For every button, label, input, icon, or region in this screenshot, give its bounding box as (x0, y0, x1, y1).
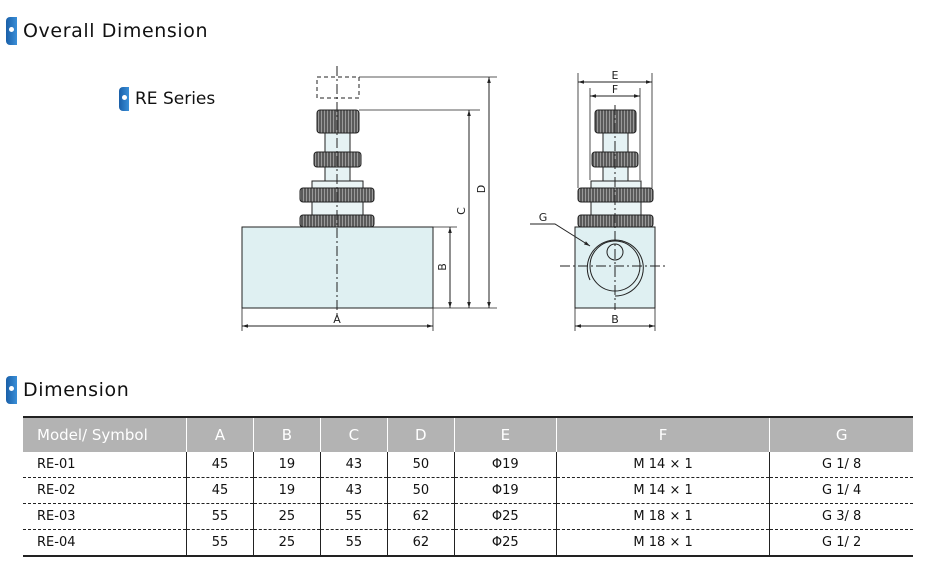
label-B-side: B (611, 313, 619, 326)
table-cell: 50 (386, 452, 455, 478)
table-cell: G 3/ 8 (769, 503, 913, 530)
table-cell: RE-01 (23, 452, 187, 478)
col-G: G (769, 416, 913, 452)
table-header-row: Model/ Symbol A B C D E F G (23, 416, 913, 452)
table-cell: 50 (386, 477, 455, 504)
series-title: RE Series (119, 87, 215, 111)
table-cell: 43 (319, 477, 388, 504)
col-C: C (319, 416, 388, 452)
dimension-title-text: Dimension (23, 379, 130, 401)
table-cell: Φ19 (453, 452, 557, 478)
table-cell: RE-04 (23, 529, 187, 557)
col-B: B (252, 416, 321, 452)
label-E: E (612, 69, 619, 82)
table-cell: M 14 × 1 (555, 452, 770, 478)
table-cell: M 18 × 1 (555, 529, 770, 557)
table-cell: RE-02 (23, 477, 187, 504)
table-cell: 55 (319, 503, 388, 530)
table-cell: Φ25 (453, 529, 557, 557)
table-cell: G 1/ 2 (769, 529, 913, 557)
label-G: G (539, 211, 548, 224)
table-cell: 45 (186, 477, 254, 504)
table-cell: G 1/ 8 (769, 452, 913, 478)
col-A: A (186, 416, 254, 452)
section-marker-icon (6, 17, 17, 45)
table-cell: Φ19 (453, 477, 557, 504)
section-marker-icon (119, 87, 129, 111)
table-cell: 25 (252, 529, 321, 557)
table-cell: M 14 × 1 (555, 477, 770, 504)
col-D: D (386, 416, 455, 452)
section-title-dimension: Dimension (6, 376, 129, 404)
label-B-front: B (436, 263, 449, 271)
section-marker-icon (6, 376, 17, 404)
label-A: A (333, 313, 341, 326)
table-cell: 55 (186, 529, 254, 557)
table-cell: 62 (386, 529, 455, 557)
table-cell: 62 (386, 503, 455, 530)
table-cell: 19 (252, 477, 321, 504)
label-C: C (455, 207, 468, 215)
table-cell: 25 (252, 503, 321, 530)
col-E: E (453, 416, 557, 452)
table-cell: 45 (186, 452, 254, 478)
table-cell: Φ25 (453, 503, 557, 530)
side-view (530, 73, 667, 331)
front-view (241, 66, 497, 331)
col-F: F (555, 416, 770, 452)
label-F: F (612, 83, 618, 96)
label-D: D (475, 185, 488, 193)
table-cell: RE-03 (23, 503, 187, 530)
overall-title-text: Overall Dimension (23, 20, 209, 42)
table-cell: 55 (186, 503, 254, 530)
table-cell: M 18 × 1 (555, 503, 770, 530)
section-title-overall: Overall Dimension (6, 17, 208, 45)
series-title-text: RE Series (135, 89, 216, 109)
table-cell: G 1/ 4 (769, 477, 913, 504)
table-cell: 43 (319, 452, 388, 478)
table-cell: 55 (319, 529, 388, 557)
col-model: Model/ Symbol (23, 416, 187, 452)
dimension-drawing: A B C D E F G B (241, 66, 667, 331)
table-cell: 19 (252, 452, 321, 478)
